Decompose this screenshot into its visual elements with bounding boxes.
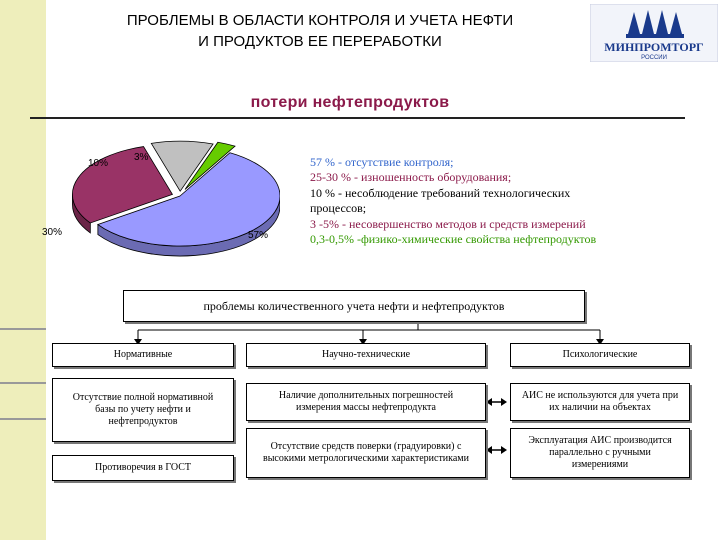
normative-item-gost: Противоречия в ГОСТ <box>52 455 234 481</box>
left-decor-line <box>0 418 46 420</box>
normative-item-base: Отсутствие полной нормативной базы по уч… <box>52 378 234 442</box>
pie-label: 30% <box>42 227 62 238</box>
psychological-item-ais-unused: АИС не используются для учета при их нал… <box>510 383 690 421</box>
cause-item: 57 % - отсутствие контроля; <box>310 155 454 169</box>
logo-name: МИНПРОМТОРГ <box>604 40 703 54</box>
pie-label: 10% <box>88 158 108 169</box>
logo-sub: РОССИИ <box>641 55 667 61</box>
technical-item-calibration: Отсутствие средств поверки (градуировки)… <box>246 428 486 478</box>
pie-svg: 57% 30% 10% 3% <box>42 140 281 257</box>
left-decor-line <box>0 328 46 330</box>
slide-title: ПРОБЛЕМЫ В ОБЛАСТИ КОНТРОЛЯ И УЧЕТА НЕФТ… <box>60 10 580 52</box>
cause-item: 25-30 % - изношенность оборудования; <box>310 170 512 185</box>
pie-label: 57% <box>248 230 268 241</box>
category-psychological: Психологические <box>510 343 690 367</box>
title-line-1: ПРОБЛЕМЫ В ОБЛАСТИ КОНТРОЛЯ И УЧЕТА НЕФТ… <box>126 12 514 29</box>
cause-item: 0,3-0,5% -физико-химические свойства неф… <box>310 232 597 247</box>
pie-slice <box>72 146 174 224</box>
minpromtorg-logo: МИНПРОМТОРГ РОССИИ <box>589 3 719 63</box>
cause-item: 10 % - несоблюдение требований технологи… <box>310 185 571 200</box>
psychological-item-ais-parallel: Эксплуатация АИС производится параллельн… <box>510 428 690 478</box>
title-line-2: И ПРОДУКТОВ ЕЕ ПЕРЕРАБОТКИ <box>198 33 442 50</box>
category-normative: Нормативные <box>52 343 234 367</box>
chart-subtitle: потери нефтепродуктов <box>250 94 450 111</box>
cause-item: 3 -5% - несовершенство методов и средств… <box>310 216 586 231</box>
divider-rule <box>30 117 685 119</box>
left-decor-line <box>0 382 46 384</box>
pie-slice <box>150 140 214 192</box>
pie-slice <box>97 152 281 247</box>
category-technical: Научно-технические <box>246 343 486 367</box>
pie-label: 3% <box>134 152 149 163</box>
main-problem-box: проблемы количественного учета нефти и н… <box>123 290 585 322</box>
losses-pie-chart: 57% 30% 10% 3% <box>30 138 281 278</box>
left-decor-bar <box>0 0 46 540</box>
logo-emblem-icon: МИНПРОМТОРГ РОССИИ <box>589 3 719 63</box>
causes-list: 57 % - отсутствие контроля; 25-30 % - из… <box>310 155 710 247</box>
pie-slice <box>184 141 236 190</box>
technical-item-errors: Наличие дополнительных погрешностей изме… <box>246 383 486 421</box>
cause-item: процессов; <box>310 201 367 216</box>
